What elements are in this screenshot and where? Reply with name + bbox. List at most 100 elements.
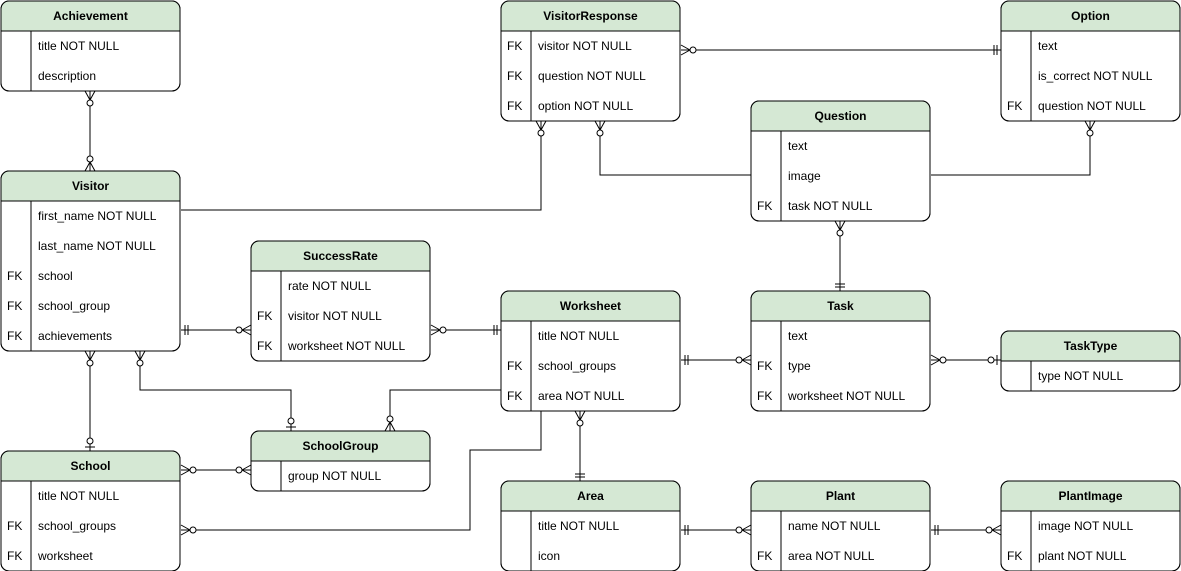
connector-line: [139, 351, 292, 431]
cardinality-marker-zero-or-one: [85, 437, 95, 448]
field-name: text: [788, 139, 808, 153]
field-name: school_groups: [38, 519, 116, 533]
field-name: option NOT NULL: [538, 99, 633, 113]
cardinality-marker-exactly-one: [934, 525, 939, 535]
cardinality-marker-exactly-one: [184, 325, 189, 335]
relationship-worksheet-area: [574, 410, 586, 481]
entity-header: [1, 451, 180, 481]
entity-border: [0, 170, 181, 352]
cardinality-marker-zero-or-many: [574, 410, 586, 427]
entity-border: [0, 450, 181, 571]
field-key: FK: [757, 549, 772, 563]
field-key: FK: [507, 359, 522, 373]
field-name: task NOT NULL: [788, 199, 873, 213]
entity-title: PlantImage: [1058, 489, 1122, 503]
entity-header: [501, 291, 680, 321]
relationship-visitor-schoolgroup: [134, 350, 296, 431]
entity-border: [750, 100, 931, 222]
entity-title: Task: [827, 299, 854, 313]
field-name: type: [788, 359, 811, 373]
field-name: image NOT NULL: [1038, 519, 1133, 533]
cardinality-marker-zero-or-many: [930, 354, 947, 366]
cardinality-marker-exactly-one: [575, 473, 585, 478]
field-key: FK: [7, 549, 22, 563]
entity-border: [1000, 480, 1181, 571]
relationship-visitor-successrate: [181, 324, 252, 336]
field-key: FK: [257, 339, 272, 353]
field-name: image: [788, 169, 821, 183]
entity-header: [1, 171, 180, 201]
relationship-school-schoolgroup: [180, 464, 252, 476]
entity-title: School: [70, 459, 110, 473]
cardinality-marker-zero-or-many: [680, 44, 697, 56]
field-key: FK: [7, 269, 22, 283]
cardinality-marker-exactly-one: [835, 283, 845, 288]
field-name: is_correct NOT NULL: [1038, 69, 1153, 83]
relationship-task-tasktype: [930, 354, 1001, 366]
entity-border: [250, 240, 431, 362]
relationship-schoolgroup-worksheet: [384, 384, 517, 432]
entity-border: [500, 480, 681, 571]
entity-title: SchoolGroup: [303, 439, 379, 453]
field-name: worksheet NOT NULL: [787, 389, 905, 403]
entity-header: [251, 431, 430, 461]
cardinality-marker-zero-or-many: [84, 350, 96, 367]
field-name: school_group: [38, 299, 110, 313]
cardinality-marker-zero-or-many: [985, 524, 1002, 536]
entity-header: [251, 241, 430, 271]
field-name: title NOT NULL: [538, 519, 619, 533]
entity-header: [1001, 331, 1180, 361]
cardinality-marker-exactly-one: [684, 355, 689, 365]
cardinality-marker-zero-or-many: [594, 120, 606, 137]
field-name: title NOT NULL: [38, 489, 119, 503]
relationship-worksheet-task: [681, 354, 752, 366]
cardinality-marker-zero-or-many: [84, 155, 96, 172]
cardinality-marker-zero-or-many: [735, 524, 752, 536]
entity-header: [1001, 1, 1180, 31]
entity-header: [751, 291, 930, 321]
field-key: FK: [507, 39, 522, 53]
cardinality-marker-exactly-one: [493, 325, 498, 335]
cardinality-marker-zero-or-many: [834, 220, 846, 237]
connector-line: [599, 121, 751, 176]
relationship-visitor-school: [84, 350, 96, 451]
cardinality-marker-zero-or-one: [286, 417, 296, 428]
field-name: area NOT NULL: [788, 549, 875, 563]
entity-header: [501, 481, 680, 511]
field-key: FK: [7, 329, 22, 343]
field-name: first_name NOT NULL: [38, 209, 157, 223]
field-name: name NOT NULL: [788, 519, 881, 533]
cardinality-marker-exactly-one: [993, 45, 998, 55]
field-name: text: [788, 329, 808, 343]
field-key: FK: [257, 309, 272, 323]
field-name: title NOT NULL: [538, 329, 619, 343]
entity-header: [751, 101, 930, 131]
entity-header: [1001, 481, 1180, 511]
entity-title: Achievement: [53, 9, 128, 23]
field-key: FK: [507, 389, 522, 403]
cardinality-marker-zero-or-many: [384, 415, 396, 432]
relationship-successrate-worksheet: [430, 324, 501, 336]
field-name: question NOT NULL: [1038, 99, 1146, 113]
field-key: FK: [507, 69, 522, 83]
connector-line: [181, 411, 542, 531]
entity-title: Visitor: [72, 179, 109, 193]
field-key: FK: [7, 299, 22, 313]
field-key: FK: [1007, 99, 1022, 113]
field-name: rate NOT NULL: [288, 279, 371, 293]
